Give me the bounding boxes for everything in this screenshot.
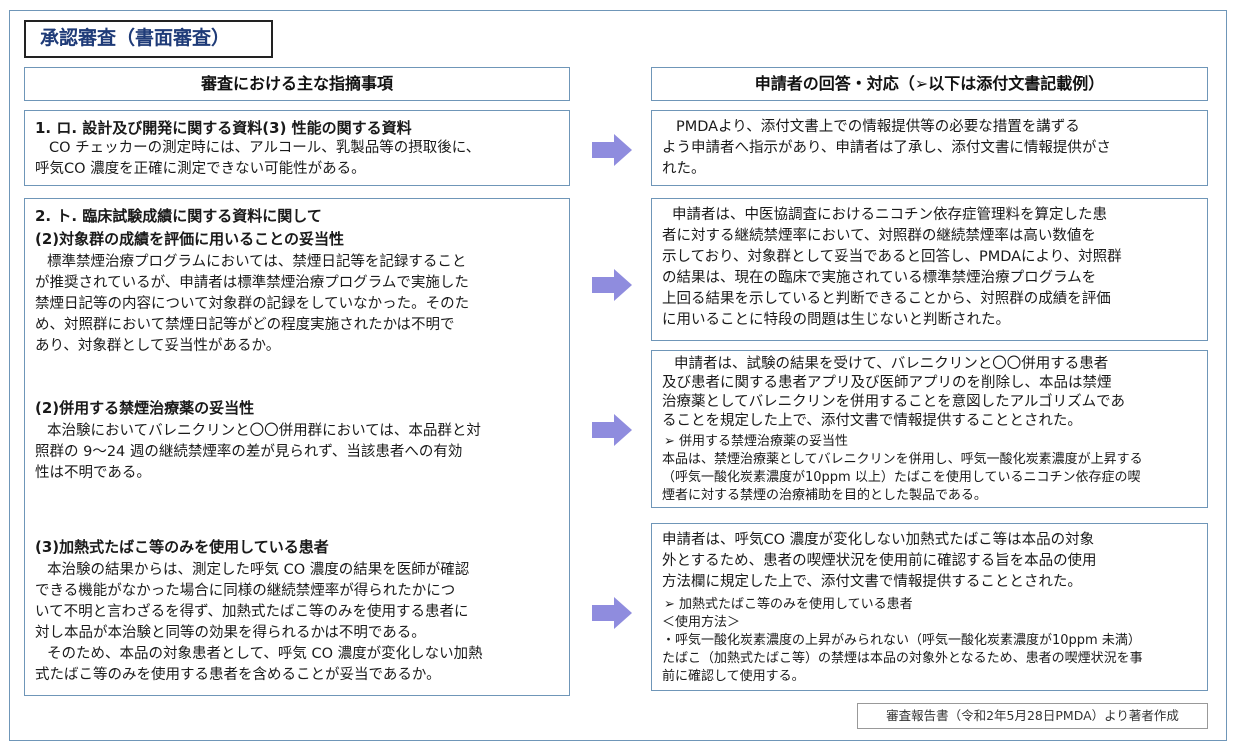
left-column-header: 審査における主な指摘事項 (24, 67, 570, 101)
finding-2-line: め、対照群において禁煙日記等がどの程度実施されたかは不明で (35, 317, 455, 333)
finding-4-line: いて不明と言わざるを得ず、加熱式たばこ等のみを使用する患者に (35, 604, 469, 620)
finding-3-line: 性は不明である。 (35, 465, 151, 481)
finding-2-heading: 2. ト. 臨床試験成績に関する資料に関して (35, 207, 322, 225)
finding-4-line: 対し本品が本治験と同等の効果を得られるかは不明である。 (35, 625, 426, 641)
response-2-line: の結果は、現在の臨床で実施されている標準禁煙治療プログラムを (662, 270, 1097, 286)
response-4-line: 方法欄に規定した上で、添付文書で情報提供することとされた。 (662, 574, 1082, 590)
outer-frame (9, 10, 1227, 741)
finding-1-heading: 1. ロ. 設計及び開発に関する資料(3) 性能の関する資料 (35, 119, 412, 137)
response-1-line: れた。 (662, 161, 706, 177)
response-box-1: PMDAより、添付文書上での情報提供等の必要な措置を講ずる よう申請者へ指示があ… (651, 110, 1208, 186)
finding-2-line: 標準禁煙治療プログラムにおいては、禁煙日記等を記録すること (47, 254, 467, 270)
finding-box-1: 1. ロ. 設計及び開発に関する資料(3) 性能の関する資料 CO チェッカーの… (24, 110, 570, 186)
finding-2-line: 禁煙日記等の内容について対象群の記録をしていなかった。そのた (35, 296, 470, 312)
response-4-note: ・呼気一酸化炭素濃度の上昇がみられない（呼気一酸化炭素濃度が10ppm 未満） (662, 633, 1141, 648)
finding-4-line: できる機能がなかった場合に同様の継続禁煙率が得られたかにつ (35, 583, 456, 599)
finding-box-2: 2. ト. 臨床試験成績に関する資料に関して (2)対象群の成績を評価に用いるこ… (24, 198, 570, 696)
response-2-line: 申請者は、中医協調査におけるニコチン依存症管理料を算定した患 (672, 207, 1107, 223)
finding-1-line: CO チェッカーの測定時には、アルコール、乳製品等の摂取後に、 (49, 140, 481, 156)
response-3-bullet: ➢ 併用する禁煙治療薬の妥当性 (664, 434, 849, 449)
response-2-line: 示しており、対象群として妥当であると回答し、PMDAにより、対照群 (662, 249, 1122, 265)
response-box-2: 申請者は、中医協調査におけるニコチン依存症管理料を算定した患 者に対する継続禁煙… (651, 198, 1208, 341)
response-4-line: 外とするため、患者の喫煙状況を使用前に確認する旨を本品の使用 (662, 553, 1097, 569)
finding-2-line: あり、対象群として妥当性があるか。 (35, 338, 281, 354)
response-3-note: 煙者に対する禁煙の治療補助を目的とした製品である。 (662, 488, 987, 503)
response-4-note: 前に確認して使用する。 (662, 669, 805, 684)
response-1-line: よう申請者へ指示があり、申請者は了承し、添付文書に情報提供がさ (662, 140, 1111, 156)
finding-4-line: 本治験の結果からは、測定した呼気 CO 濃度の結果を医師が確認 (47, 562, 470, 578)
response-3-line: 治療薬としてバレニクリンを併用することを意図したアルゴリズムであ (662, 394, 1125, 410)
response-3-note: 本品は、禁煙治療薬としてバレニクリンを併用し、呼気一酸化炭素濃度が上昇する (662, 452, 1143, 467)
finding-3-line: 照群の 9～24 週の継続禁煙率の差が見られず、当該患者への有効 (35, 444, 463, 460)
response-2-line: 上回る結果を示していると判断できることから、対照群の成績を評価 (662, 291, 1111, 307)
response-4-line: 申請者は、呼気CO 濃度が変化しない加熱式たばこ等は本品の対象 (662, 532, 1095, 548)
response-4-usage-label: ＜使用方法＞ (662, 615, 741, 630)
finding-4-heading: (3)加熱式たばこ等のみを使用している患者 (35, 538, 329, 556)
finding-1-line: 呼気CO 濃度を正確に測定できない可能性がある。 (35, 161, 366, 177)
response-box-3: 申請者は、試験の結果を受けて、バレニクリンと〇〇併用する患者 及び患者に関する患… (651, 350, 1208, 508)
source-citation: 審査報告書（令和2年5月28日PMDA）より著者作成 (857, 703, 1208, 729)
right-column-header: 申請者の回答・対応（➢以下は添付文書記載例） (651, 67, 1208, 101)
response-box-4: 申請者は、呼気CO 濃度が変化しない加熱式たばこ等は本品の対象 外とするため、患… (651, 523, 1208, 691)
response-2-line: に用いることに特段の問題は生じないと判断された。 (662, 312, 1010, 328)
finding-4-line: 式たばこ等のみを使用する患者を含めることが妥当であるか。 (35, 667, 441, 683)
finding-2-line: が推奨されているが、申請者は標準禁煙治療プログラムで実施した (35, 275, 469, 291)
response-4-bullet: ➢ 加熱式たばこ等のみを使用している患者 (664, 597, 913, 612)
finding-2-subheading: (2)対象群の成績を評価に用いることの妥当性 (35, 230, 344, 248)
response-3-line: ることを規定した上で、添付文書で情報提供することとされた。 (662, 413, 1082, 429)
finding-4-line: そのため、本品の対象患者として、呼気 CO 濃度が変化しない加熱 (47, 646, 483, 662)
finding-3-heading: (2)併用する禁煙治療薬の妥当性 (35, 399, 255, 417)
response-3-line: 及び患者に関する患者アプリ及び医師アプリのを削除し、本品は禁煙 (662, 375, 1112, 391)
finding-3-line: 本治験においてバレニクリンと〇〇併用群においては、本品群と対 (47, 423, 481, 439)
response-3-note: （呼気一酸化炭素濃度が10ppm 以上）たばこを使用しているニコチン依存症の喫 (662, 470, 1141, 485)
response-1-line: PMDAより、添付文書上での情報提供等の必要な措置を講ずる (676, 119, 1080, 135)
response-4-note: たばこ（加熱式たばこ等）の禁煙は本品の対象外となるため、患者の喫煙状況を事 (662, 651, 1143, 666)
response-2-line: 者に対する継続禁煙率において、対照群の継続禁煙率は高い数値を (662, 228, 1096, 244)
response-3-line: 申請者は、試験の結果を受けて、バレニクリンと〇〇併用する患者 (674, 356, 1109, 372)
page-title: 承認審査（書面審査） (24, 20, 273, 58)
